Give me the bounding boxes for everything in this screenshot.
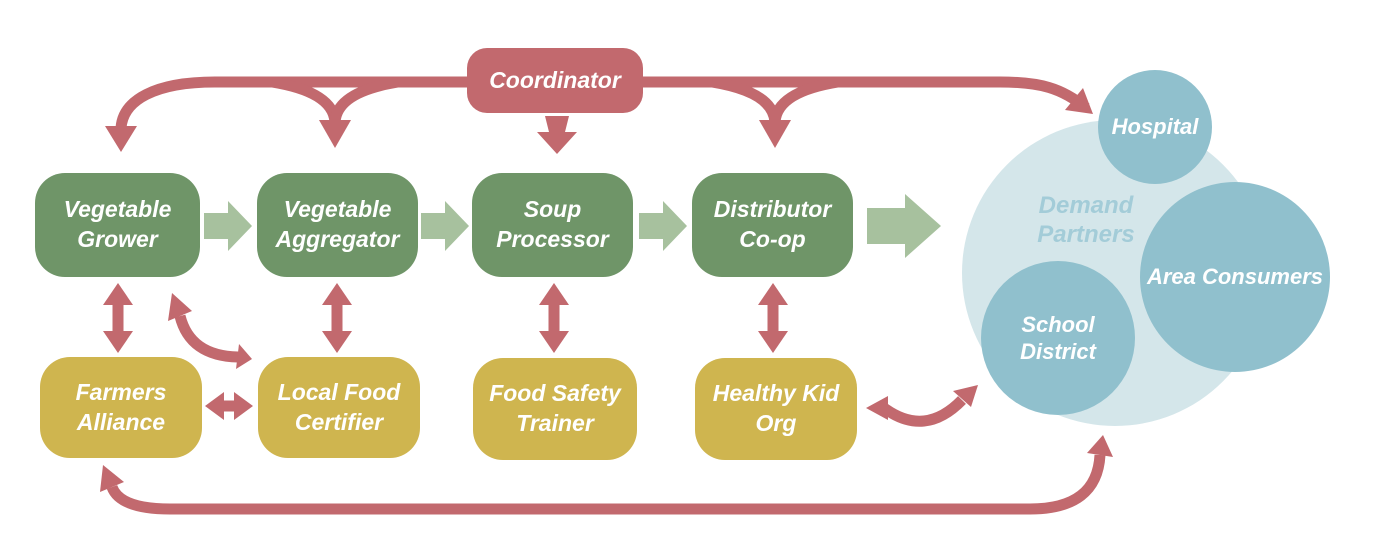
coordinator-to-distributor-arrowhead (759, 120, 791, 148)
coordinator-to-demand-arrowhead (1065, 88, 1093, 114)
two-way-arrow-soup-foodsafety (539, 283, 569, 353)
two-way-arrow-healthykid-school (866, 385, 978, 427)
area-consumers-label: Area Consumers (1146, 264, 1324, 290)
node-coordinator: Coordinator (467, 48, 643, 113)
two-way-arrow-grower-certifier (168, 293, 252, 369)
two-way-arrow-aggregator-certifier (322, 283, 352, 353)
flow-arrow-distributor-to-demand (867, 194, 941, 258)
coordinator-to-aggregator-branch-right (329, 76, 399, 123)
food-safety-trainer-label: Food Safety Trainer (489, 380, 621, 436)
coordinator-label: Coordinator (489, 67, 621, 93)
node-distributor-coop: Distributor Co-op (692, 173, 853, 277)
vegetable-grower-label: Vegetable Grower (63, 196, 172, 252)
distributor-coop-label: Distributor Co-op (713, 196, 832, 252)
node-food-safety-trainer: Food Safety Trainer (473, 358, 637, 460)
coordinator-to-distributor-branch-right (769, 76, 839, 123)
coordinator-to-grower-arrowhead (105, 126, 137, 152)
local-food-certifier-label: Local Food Certifier (277, 378, 401, 435)
node-farmers-alliance: Farmers Alliance (40, 357, 202, 458)
school-district-label: School District (1020, 311, 1096, 365)
node-healthy-kid-org: Healthy Kid Org (695, 358, 857, 460)
flow-arrow-aggregator-to-soup (421, 201, 469, 251)
farmers-alliance-label: Farmers Alliance (75, 378, 167, 435)
two-way-arrow-distributor-healthykid (758, 283, 788, 353)
two-way-arrow-grower-farmers (103, 283, 133, 353)
demand-partners-label: Demand Partners (1037, 192, 1135, 248)
hospital-label: Hospital (1111, 114, 1199, 140)
node-school-district: School District (981, 261, 1135, 415)
flow-arrow-grower-to-aggregator (204, 201, 252, 251)
two-way-arrow-demand-farmers (100, 435, 1113, 515)
coordinator-to-aggregator-branch-left (271, 76, 341, 123)
node-vegetable-grower: Vegetable Grower (35, 173, 200, 277)
node-vegetable-aggregator: Vegetable Aggregator (257, 173, 418, 277)
node-local-food-certifier: Local Food Certifier (258, 357, 420, 458)
two-way-arrow-farmers-certifier (205, 392, 253, 420)
coordinator-to-aggregator-arrowhead (319, 120, 351, 148)
coordinator-broadcast-line (115, 76, 1090, 129)
coordinator-to-distributor-branch-left (711, 76, 781, 123)
flow-arrow-soup-to-distributor (639, 201, 687, 251)
coordinator-to-soup-arrow (537, 116, 577, 154)
vegetable-aggregator-label: Vegetable Aggregator (275, 196, 400, 252)
soup-processor-label: Soup Processor (496, 196, 609, 252)
node-soup-processor: Soup Processor (472, 173, 633, 277)
healthy-kid-org-label: Healthy Kid Org (712, 380, 840, 436)
node-area-consumers: Area Consumers (1140, 182, 1330, 372)
node-hospital: Hospital (1098, 70, 1212, 184)
